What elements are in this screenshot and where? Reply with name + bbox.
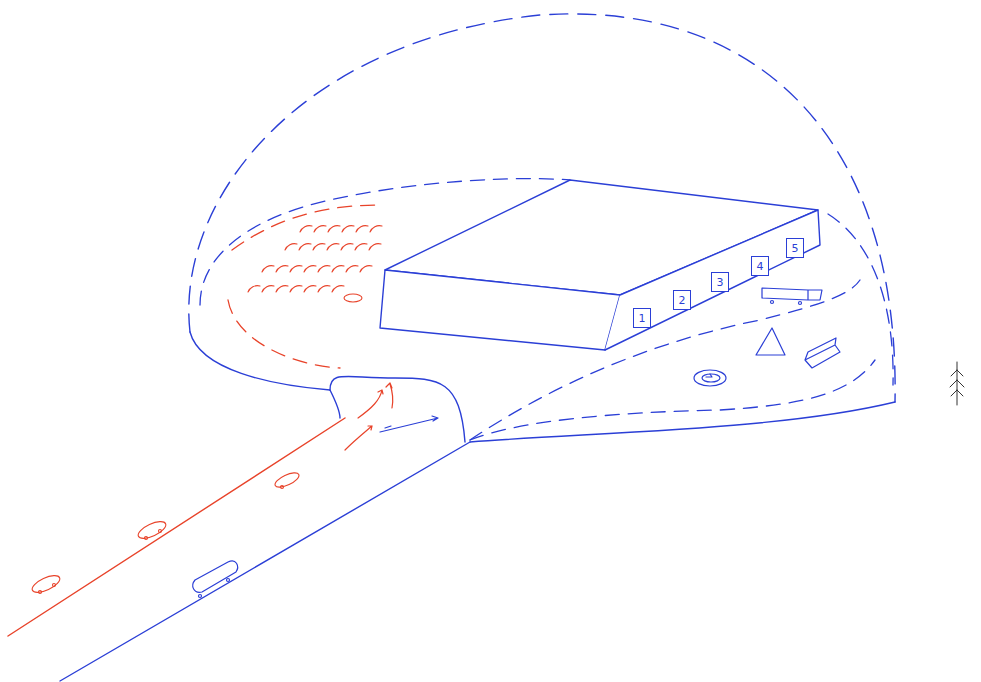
inner-rim — [470, 360, 875, 440]
dock-number: 5 — [792, 243, 799, 254]
flow-arrow — [358, 390, 383, 418]
blue-road — [60, 442, 470, 681]
dome-base — [190, 332, 330, 390]
flow-arrow — [386, 383, 393, 408]
dome-base — [470, 402, 895, 442]
inner-rim — [828, 214, 893, 385]
parking-rows — [248, 226, 382, 302]
car — [30, 470, 301, 596]
yard-items — [694, 288, 840, 386]
dock-door: 3 — [711, 272, 729, 292]
building — [380, 180, 820, 350]
dock-door: 4 — [751, 256, 769, 276]
dock-door: 5 — [786, 238, 804, 258]
flow-arrow — [385, 426, 391, 428]
bus — [193, 561, 238, 598]
dock-number: 4 — [757, 261, 764, 272]
tunnel-entrance — [330, 390, 340, 418]
tunnel-entrance — [330, 376, 465, 442]
parking-loop — [232, 205, 380, 250]
dome-outline — [189, 14, 895, 402]
parking-loop — [228, 300, 340, 368]
red-road — [8, 418, 345, 636]
dock-door: 2 — [673, 290, 691, 310]
dock-door: 1 — [633, 308, 651, 328]
tree — [950, 362, 964, 405]
flow-arrow — [380, 416, 438, 432]
dock-number: 2 — [679, 295, 686, 306]
flow-arrow — [345, 426, 372, 450]
dock-number: 3 — [717, 277, 724, 288]
dock-number: 1 — [639, 313, 646, 324]
